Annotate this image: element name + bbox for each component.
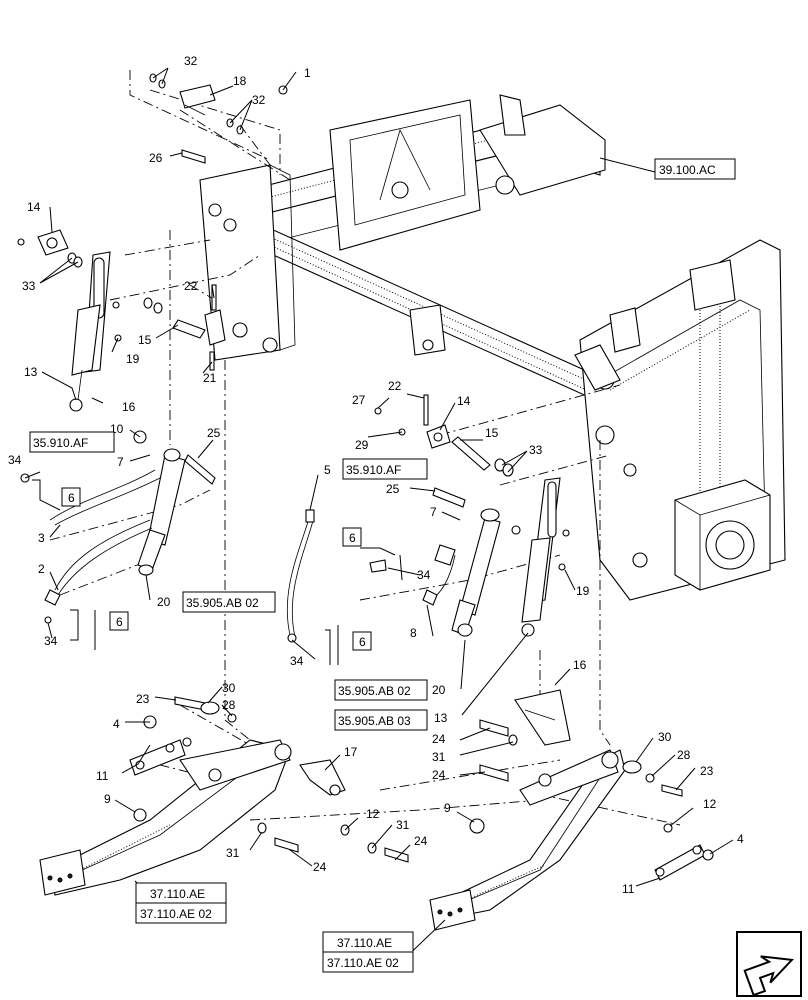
ref-35-910-af-center: 35.910.AF: [346, 463, 401, 477]
callout-16: 16: [122, 400, 136, 414]
callout-25: 25: [386, 482, 400, 496]
callout-7: 7: [117, 455, 124, 469]
callout-27: 27: [352, 393, 366, 407]
callout-8: 8: [410, 626, 417, 640]
callout-24: 24: [432, 732, 446, 746]
ref-39-100-ac: 39.100.AC: [659, 163, 716, 177]
callout-19: 19: [576, 584, 590, 598]
callout-18: 18: [233, 74, 247, 88]
reference-boxes: 39.100.AC 35.910.AF 35.910.AF 35.905.AB …: [29, 158, 736, 973]
callout-24: 24: [414, 834, 428, 848]
callout-24: 24: [432, 768, 446, 782]
arrow-icon: [736, 931, 802, 997]
callout-23: 23: [700, 764, 714, 778]
callout-28: 28: [222, 698, 236, 712]
callout-30: 30: [222, 681, 236, 695]
top-small-parts: [143, 73, 288, 371]
leader-lines: [24, 67, 734, 964]
box-6-a: 6: [68, 491, 75, 505]
box-6-c: 6: [349, 531, 356, 545]
callout-3: 3: [38, 531, 45, 545]
callout-33: 33: [22, 279, 36, 293]
callout-15: 15: [485, 426, 499, 440]
callout-12: 12: [703, 797, 717, 811]
callout-16: 16: [573, 658, 587, 672]
callout-29: 29: [355, 438, 369, 452]
callout-20: 20: [157, 595, 171, 609]
callout-34: 34: [417, 568, 431, 582]
center-hydraulic-cylinder: [369, 508, 501, 637]
callout-32: 32: [252, 93, 266, 107]
callout-labels: 1 2 3 4 4 5 7 7 8 9 9 10 11 11 12 12 13 …: [8, 54, 744, 896]
callout-2: 2: [38, 562, 45, 576]
callout-21: 21: [203, 371, 217, 385]
main-frame: [199, 94, 786, 601]
callout-1: 1: [304, 66, 311, 80]
callout-33: 33: [529, 443, 543, 457]
callout-14: 14: [457, 394, 471, 408]
callout-34: 34: [290, 654, 304, 668]
left-lift-link: [17, 229, 122, 412]
callout-34: 34: [44, 634, 58, 648]
right-lift-arm: [429, 689, 714, 931]
ref-37-110-ae-02-left: 37.110.AE 02: [140, 907, 212, 921]
box-6-d: 6: [359, 635, 366, 649]
ref-37-110-ae-right: 37.110.AE: [337, 936, 392, 950]
callout-9: 9: [444, 801, 451, 815]
callout-13: 13: [24, 365, 38, 379]
callout-24: 24: [313, 860, 327, 874]
callout-11: 11: [96, 769, 109, 783]
callout-32: 32: [184, 54, 198, 68]
callout-14: 14: [27, 200, 41, 214]
ref-37-110-ae-left: 37.110.AE: [150, 887, 205, 901]
callout-13: 13: [434, 711, 448, 725]
callout-9: 9: [104, 792, 111, 806]
box-6-b: 6: [116, 615, 123, 629]
ref-37-110-ae-02-right: 37.110.AE 02: [327, 956, 399, 970]
callout-34: 34: [8, 453, 22, 467]
callout-30: 30: [658, 730, 672, 744]
ref-35-905-ab-03: 35.905.AB 03: [338, 714, 411, 728]
center-lift-link: [374, 394, 570, 637]
callout-31: 31: [432, 750, 446, 764]
callout-17: 17: [344, 745, 358, 759]
callout-11: 11: [622, 882, 635, 896]
left-hydraulic-cylinder: [20, 430, 216, 624]
callout-5: 5: [324, 463, 331, 477]
ref-35-905-ab-02-left: 35.905.AB 02: [186, 596, 259, 610]
callout-4: 4: [737, 832, 744, 846]
callout-26: 26: [149, 151, 163, 165]
callout-31: 31: [396, 818, 410, 832]
callout-25: 25: [207, 426, 221, 440]
callout-7: 7: [430, 505, 437, 519]
callout-15: 15: [138, 333, 152, 347]
callout-4: 4: [113, 717, 120, 731]
callout-28: 28: [677, 748, 691, 762]
left-lift-arm: [39, 696, 409, 896]
callout-20: 20: [432, 683, 446, 697]
ref-35-905-ab-02-center: 35.905.AB 02: [338, 684, 411, 698]
callout-22: 22: [388, 379, 402, 393]
callout-31: 31: [226, 846, 240, 860]
callout-19: 19: [126, 352, 140, 366]
bracket-marks: [32, 479, 403, 665]
center-hose: [286, 509, 315, 643]
callout-23: 23: [136, 692, 150, 706]
callout-22: 22: [184, 279, 198, 293]
callout-12: 12: [366, 807, 380, 821]
ref-35-910-af-left: 35.910.AF: [33, 436, 88, 450]
